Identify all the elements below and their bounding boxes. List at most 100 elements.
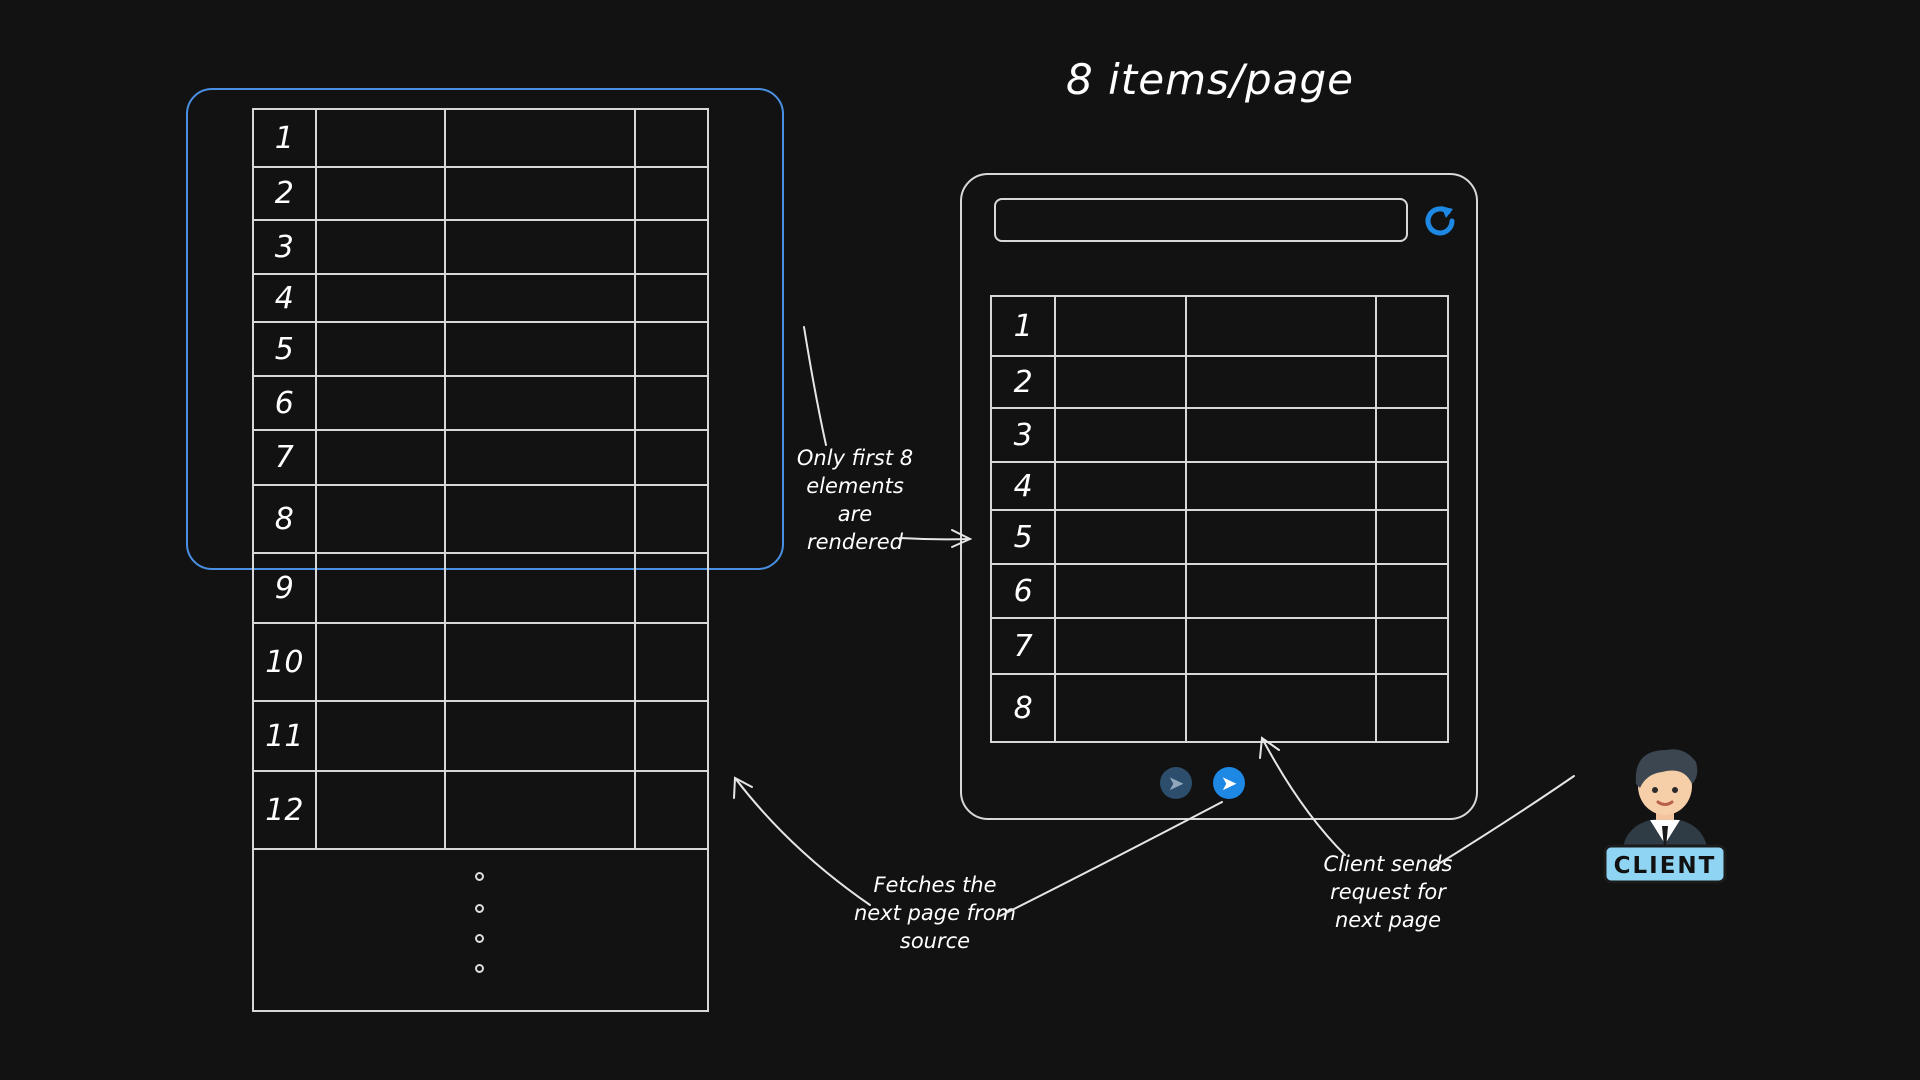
row-number: 12 [252, 770, 317, 850]
note-fetch: Fetches the next page from source [853, 873, 1017, 953]
prev-page-button[interactable]: ➤ [1160, 767, 1192, 799]
page-title: 8 items/page [1066, 55, 1354, 104]
row-number: 2 [252, 166, 317, 221]
table-row: 3 [989, 407, 1449, 463]
table-row: 6 [989, 563, 1449, 619]
table-cell [444, 375, 637, 431]
table-cell [314, 770, 447, 850]
table-cell [1374, 461, 1449, 511]
row-number: 5 [252, 321, 317, 377]
ellipsis-dot [475, 934, 484, 943]
table-cell [314, 552, 447, 624]
next-button-line [999, 801, 1223, 917]
table-cell [444, 429, 637, 486]
row-number: 9 [252, 552, 317, 624]
table-row: 8 [252, 484, 709, 554]
row-number: 7 [989, 617, 1057, 675]
table-cell [1374, 509, 1449, 565]
table-cell [314, 321, 447, 377]
table-row: 9 [252, 552, 709, 624]
more-rows-indicator [252, 850, 709, 1012]
table-cell [1054, 617, 1188, 675]
client-badge-label: CLIENT [1614, 853, 1717, 879]
table-cell [1185, 563, 1377, 619]
table-cell [1054, 355, 1188, 409]
table-cell [444, 321, 637, 377]
search-input[interactable] [994, 198, 1408, 242]
table-cell [314, 622, 447, 702]
request-arrow [1261, 737, 1346, 856]
table-cell [1374, 563, 1449, 619]
table-row: 3 [252, 219, 709, 275]
row-number: 6 [252, 375, 317, 431]
table-cell [444, 273, 637, 323]
table-cell [1185, 617, 1377, 675]
row-number: 1 [252, 108, 317, 168]
table-cell [1054, 673, 1188, 743]
rendered-arrowhead [951, 529, 973, 548]
arrow-left-icon: ➤ [1167, 771, 1185, 795]
row-number: 3 [252, 219, 317, 275]
table-cell [634, 484, 709, 554]
table-cell [314, 273, 447, 323]
table-row: 12 [252, 770, 709, 850]
table-cell [634, 700, 709, 772]
table-row: 1 [989, 295, 1449, 357]
table-cell [1054, 461, 1188, 511]
table-cell [444, 552, 637, 624]
table-row: 5 [989, 509, 1449, 565]
table-cell [1374, 673, 1449, 743]
table-row: 8 [989, 673, 1449, 743]
request-arrowhead [1259, 736, 1280, 759]
table-row: 7 [989, 617, 1449, 675]
row-number: 6 [989, 563, 1057, 619]
table-row: 4 [252, 273, 709, 323]
ellipsis-dot [475, 964, 484, 973]
table-cell [1374, 617, 1449, 675]
table-cell [314, 484, 447, 554]
table-cell [1185, 673, 1377, 743]
table-row: 2 [989, 355, 1449, 409]
table-cell [314, 219, 447, 275]
next-page-button[interactable]: ➤ [1213, 767, 1245, 799]
table-cell [444, 484, 637, 554]
table-cell [1054, 407, 1188, 463]
table-row: 2 [252, 166, 709, 221]
arrow-right-icon: ➤ [1220, 771, 1238, 795]
ellipsis-dot [475, 904, 484, 913]
fetch-arrow [734, 777, 871, 906]
row-number: 1 [989, 295, 1057, 357]
table-cell [634, 219, 709, 275]
table-cell [1374, 295, 1449, 357]
row-number: 10 [252, 622, 317, 702]
client-avatar-icon: CLIENT [1603, 749, 1727, 884]
table-cell [1054, 563, 1188, 619]
table-cell [314, 375, 447, 431]
refresh-icon[interactable] [1422, 203, 1458, 239]
row-number: 8 [989, 673, 1057, 743]
row-number: 4 [252, 273, 317, 323]
table-row: 1 [252, 108, 709, 168]
table-cell [1185, 509, 1377, 565]
row-number: 11 [252, 700, 317, 772]
rendered-arrow [899, 537, 971, 541]
table-cell [634, 375, 709, 431]
table-cell [634, 273, 709, 323]
table-row: 4 [989, 461, 1449, 511]
table-cell [1185, 407, 1377, 463]
row-number: 8 [252, 484, 317, 554]
table-cell [444, 622, 637, 702]
table-row: 6 [252, 375, 709, 431]
table-cell [634, 770, 709, 850]
client-line [1431, 775, 1575, 869]
note-rendered: Only first 8 elements are rendered [796, 446, 914, 554]
fetch-arrowhead [733, 776, 753, 799]
ellipsis-dot [475, 872, 484, 881]
table-cell [444, 770, 637, 850]
table-cell [1054, 509, 1188, 565]
table-cell [1185, 355, 1377, 409]
table-cell [1374, 407, 1449, 463]
